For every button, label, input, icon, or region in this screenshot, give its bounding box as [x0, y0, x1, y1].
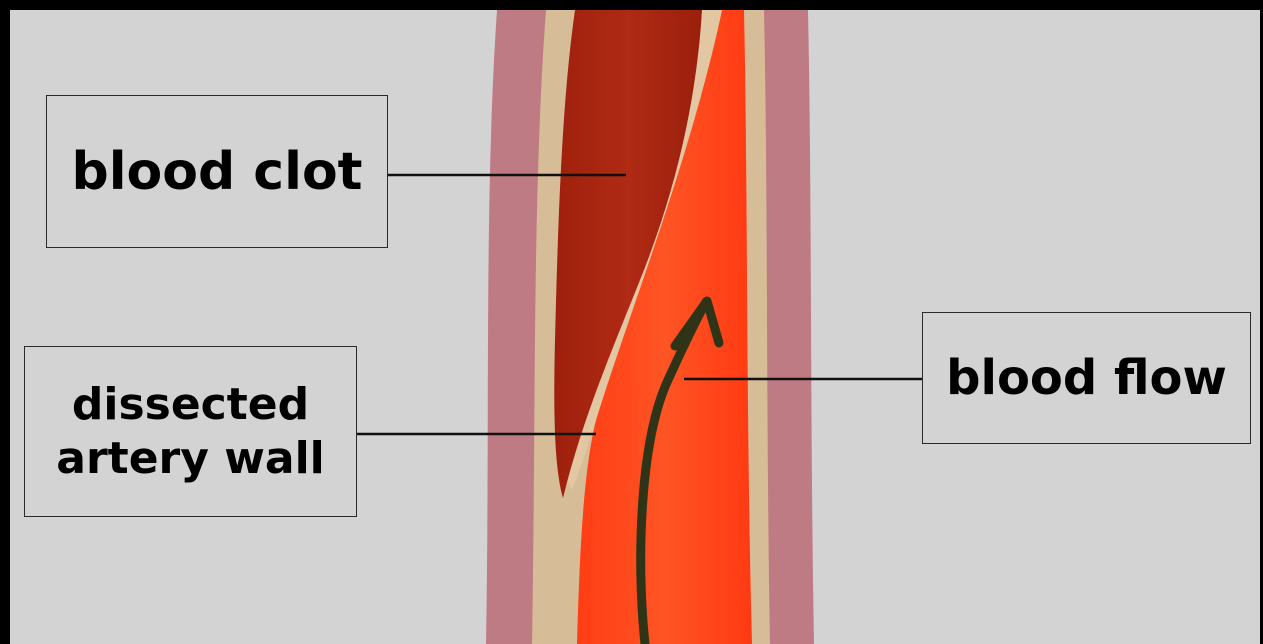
dissected-wall-label-line2: artery wall: [56, 432, 324, 486]
dissected-wall-label-box: dissected artery wall: [24, 346, 357, 517]
blood-clot-label: blood clot: [71, 142, 362, 202]
blood-flow-label-box: blood flow: [922, 312, 1251, 444]
blood-clot-label-box: blood clot: [46, 95, 388, 248]
blood-flow-label: blood flow: [946, 350, 1227, 406]
dissected-wall-label-line1: dissected: [56, 378, 324, 432]
